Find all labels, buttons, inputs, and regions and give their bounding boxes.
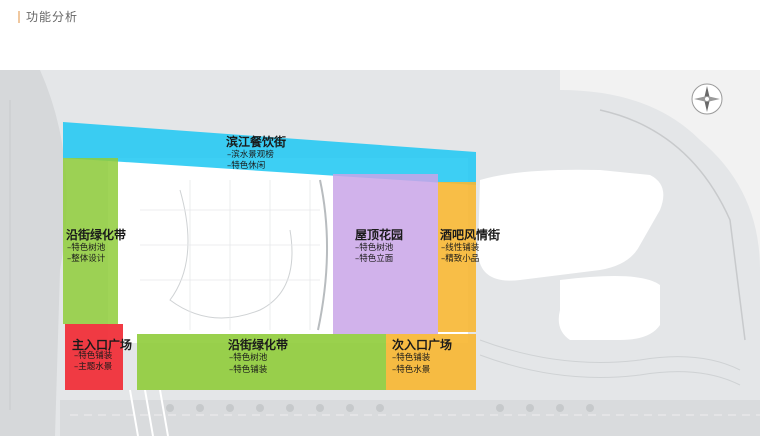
south-greenbelt-title: 沿街绿化带 [228,338,289,352]
south-greenbelt-item-1: –特色树池 [229,353,268,363]
secondary-entrance-title: 次入口广场 [392,338,453,352]
west-greenbelt-item-1: –特色树池 [67,243,106,253]
rooftop-garden-item-2: –特色立面 [355,254,394,264]
main-entrance-title: 主入口广场 [72,338,133,352]
zone-waterfront-dining [63,122,476,185]
compass-icon [691,83,723,115]
rooftop-garden-title: 屋顶花园 [355,228,404,242]
zone-south-greenbelt [137,334,386,390]
bar-street-item-1: –线性铺装 [441,243,480,253]
south-greenbelt-item-2: –特色铺装 [229,365,268,375]
rooftop-garden-item-1: –特色树池 [355,243,394,253]
zone-rooftop-garden [333,174,438,334]
west-greenbelt-title: 沿街绿化带 [66,228,127,242]
zone-secondary-entrance [386,334,476,390]
bar-street-title: 酒吧风情街 [440,228,501,242]
function-zones [63,122,476,390]
page-title: 功能分析 [18,8,78,25]
secondary-entrance-item-1: –特色铺装 [392,353,431,363]
waterfront-dining-title: 滨江餐饮街 [226,135,287,149]
main-entrance-item-1: –特色铺装 [74,351,113,361]
bar-street-item-2: –精致小品 [441,254,480,264]
waterfront-dining-item-1: –滨水景观榜 [227,150,274,160]
page-title-text: 功能分析 [26,10,79,24]
site-plan-base [0,70,760,436]
main-entrance-item-2: –主题水景 [74,362,113,372]
zone-bar-street [438,182,476,332]
west-greenbelt-item-2: –整体设计 [67,254,106,264]
zone-main-entrance [65,324,123,390]
site-plan: 滨江餐饮街 –滨水景观榜 –特色休闲 沿街绿化带 –特色树池 –整体设计 屋顶花… [0,70,760,436]
waterfront-dining-item-2: –特色休闲 [227,161,266,171]
zone-west-greenbelt [63,158,118,324]
title-accent-mark [18,10,20,23]
secondary-entrance-item-2: –特色水景 [392,365,431,375]
